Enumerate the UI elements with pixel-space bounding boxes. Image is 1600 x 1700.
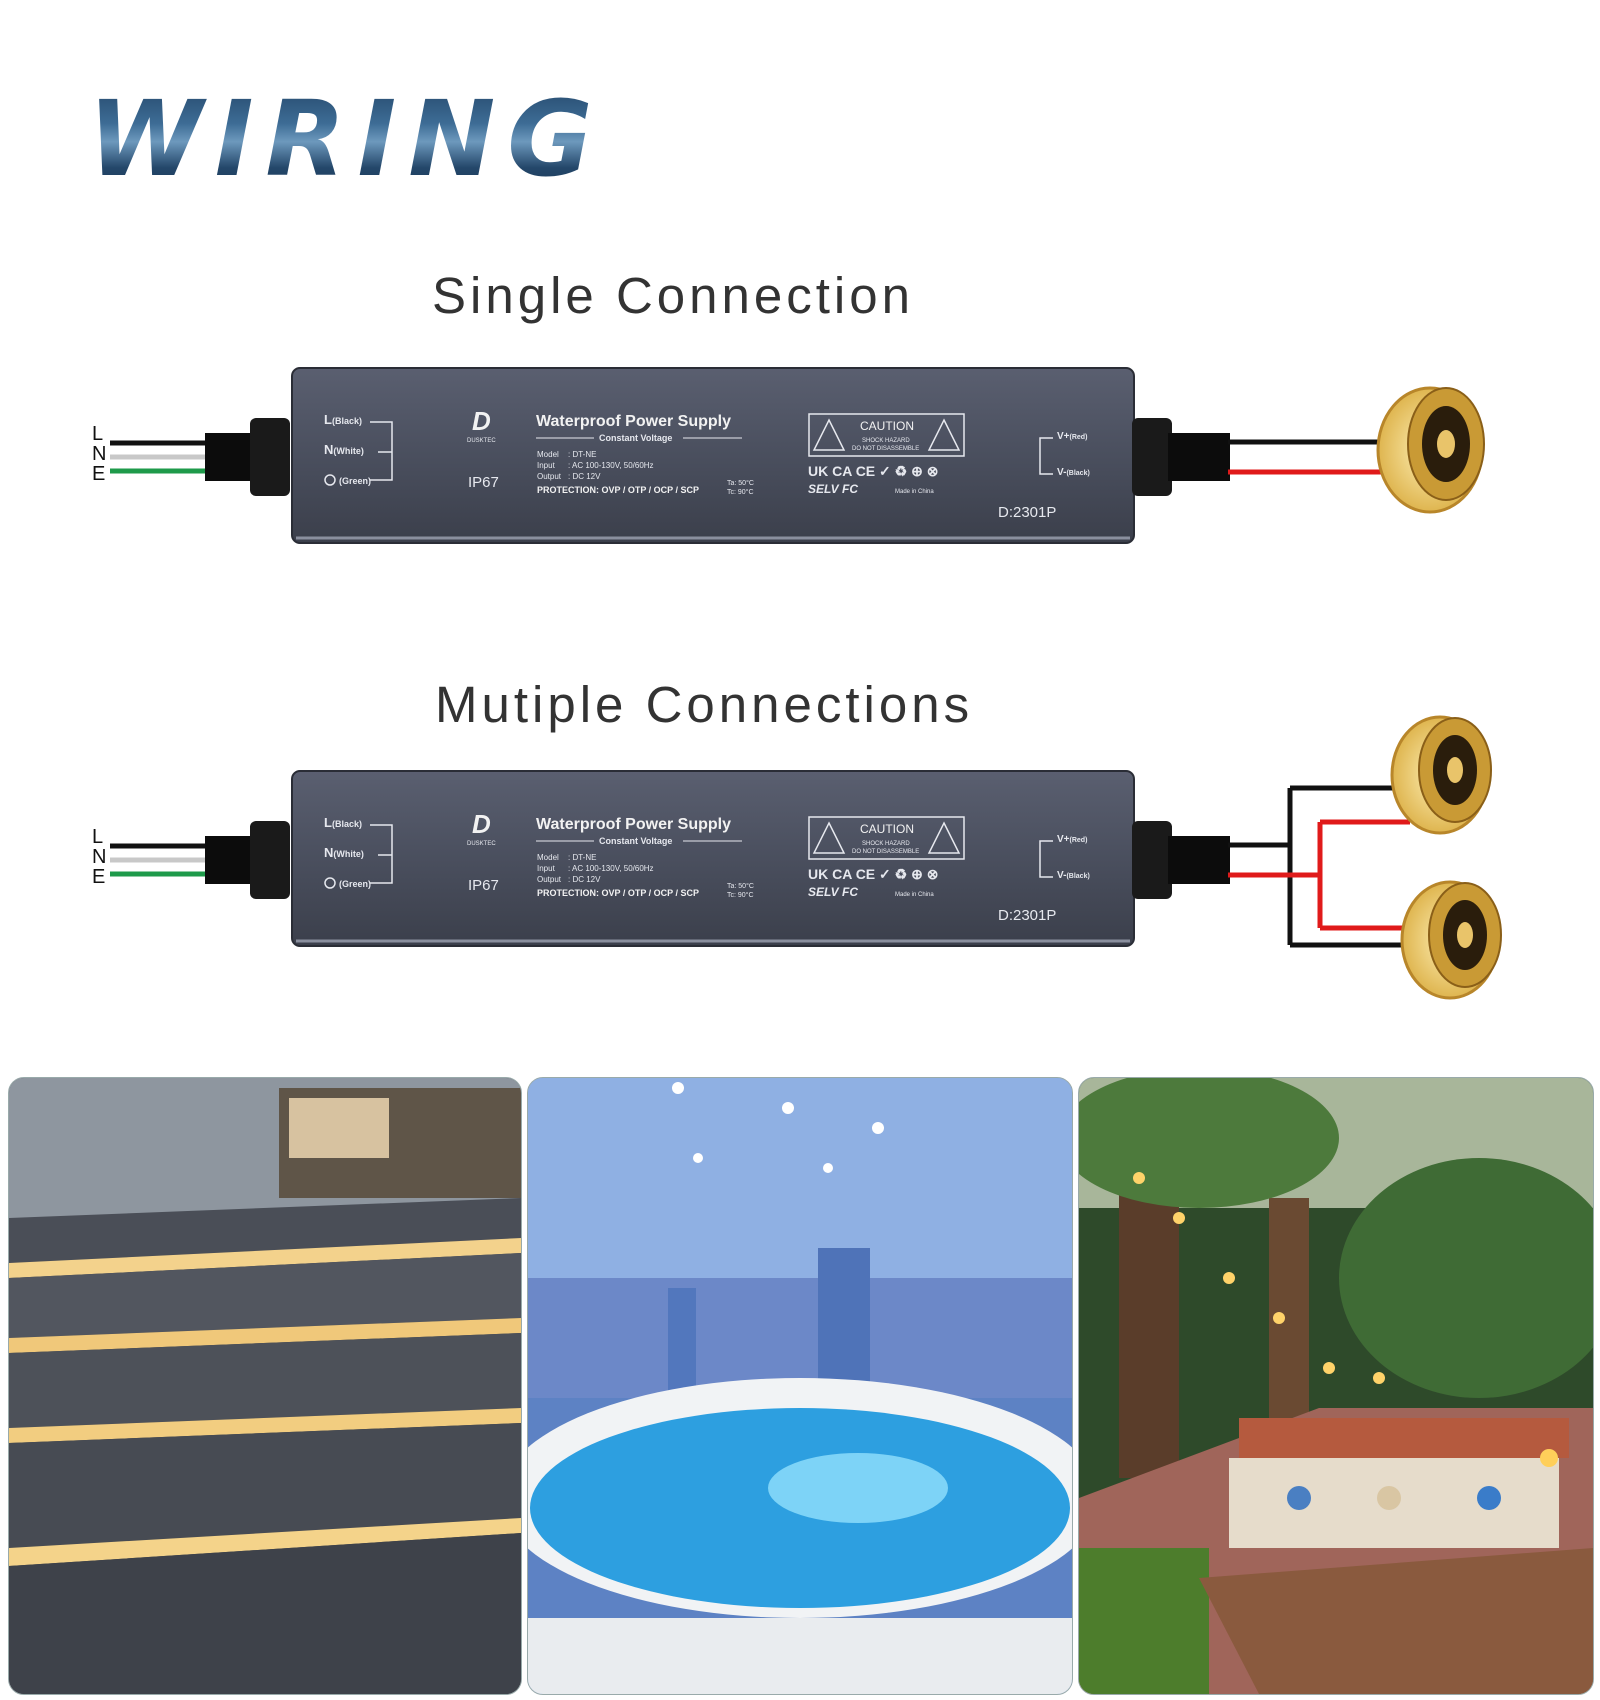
product-subtitle: Constant Voltage	[599, 836, 672, 846]
spec-input: Input: AC 100-130V, 50/60Hz	[537, 864, 654, 873]
input-bracket	[370, 421, 393, 481]
serial-code: D:2301P	[998, 907, 1056, 924]
ip-rating: IP67	[468, 877, 499, 894]
wire-letter-l: L	[92, 826, 103, 848]
serial-code: D:2301P	[998, 504, 1056, 521]
label-v-minus: V-(Black)	[1057, 870, 1090, 881]
label-l: L(Black)	[324, 815, 362, 830]
caution-box	[808, 413, 965, 457]
made-in-label: Made in China	[895, 489, 934, 495]
temp-tc: Tc: 90°C	[727, 488, 754, 496]
pool-lighting-photo	[527, 1077, 1073, 1695]
spec-output: Output: DC 12V	[537, 472, 601, 481]
wire-letter-e: E	[92, 866, 105, 888]
output-cable-gland	[1132, 821, 1172, 899]
single-connection-diagram: L N E L(Black) N(White) (Green) D DUSKTE…	[0, 360, 1600, 560]
brand-name: DUSKTEC	[467, 841, 496, 847]
garden-lighting-photo	[1078, 1077, 1594, 1695]
ip-rating: IP67	[468, 474, 499, 491]
label-n: N(White)	[324, 845, 364, 860]
protection-text: PROTECTION: OVP / OTP / OCP / SCP	[537, 888, 699, 898]
wire-letter-l: L	[92, 423, 103, 445]
label-v-plus: V+(Red)	[1057, 834, 1087, 845]
certification-marks: UK CA CE ✓ ♻ ⊕ ⊗	[808, 463, 938, 479]
warning-triangle-icon	[927, 821, 961, 854]
spec-model: Model: DT-NE	[537, 450, 596, 459]
label-l: L(Black)	[324, 412, 362, 427]
caution-line-1: SHOCK HAZARD	[862, 438, 910, 444]
stairs-lighting-photo	[8, 1077, 522, 1695]
wire-letter-e: E	[92, 463, 105, 485]
input-cable-gland	[250, 821, 290, 899]
ground-icon	[324, 474, 336, 486]
caution-line-2: DO NOT DISASSEMBLE	[852, 446, 919, 452]
certification-marks-row2: SELV FC	[808, 885, 858, 899]
caution-title: CAUTION	[860, 822, 914, 836]
label-e: (Green)	[339, 879, 371, 889]
label-n: N(White)	[324, 442, 364, 457]
page-title: WIRING DIAGRAM	[88, 74, 1188, 330]
spec-input: Input: AC 100-130V, 50/60Hz	[537, 461, 654, 470]
protection-text: PROTECTION: OVP / OTP / OCP / SCP	[537, 485, 699, 495]
shock-warning-icon	[812, 821, 846, 854]
wire-letter-n: N	[92, 846, 106, 868]
spec-output: Output: DC 12V	[537, 875, 601, 884]
output-cable-sleeve	[1168, 836, 1230, 884]
led-strip-reel-icon	[1376, 386, 1485, 514]
certification-marks: UK CA CE ✓ ♻ ⊕ ⊗	[808, 866, 938, 882]
input-bracket	[370, 824, 393, 884]
warning-triangle-icon	[927, 418, 961, 451]
output-bracket	[1039, 840, 1053, 878]
led-strip-reel-top-icon	[1390, 715, 1492, 835]
temp-ta: Ta: 50°C	[727, 882, 754, 890]
product-subtitle: Constant Voltage	[599, 433, 672, 443]
output-wire-red-branch	[1228, 819, 1420, 931]
multiple-connections-diagram: L N E L(Black) N(White) (Green) D DUSKTE…	[0, 700, 1600, 1020]
made-in-label: Made in China	[895, 892, 934, 898]
temp-ta: Ta: 50°C	[727, 479, 754, 487]
brand-name: DUSKTEC	[467, 438, 496, 444]
wire-letter-n: N	[92, 443, 106, 465]
single-connection-heading: Single Connection	[432, 267, 914, 324]
product-name: Waterproof Power Supply	[536, 413, 731, 430]
output-wire-black-branch	[1228, 785, 1415, 948]
caution-line-2: DO NOT DISASSEMBLE	[852, 849, 919, 855]
output-bracket	[1039, 437, 1053, 475]
input-cable-sleeve	[205, 433, 257, 481]
output-cable-gland	[1132, 418, 1172, 496]
input-cable-sleeve	[205, 836, 257, 884]
multiple-connections-heading: Mutiple Connections	[435, 676, 974, 733]
certification-marks-row2: SELV FC	[808, 482, 858, 496]
ground-icon	[324, 877, 336, 889]
brand-logo-icon: D	[472, 809, 491, 839]
input-cable-gland	[250, 418, 290, 496]
brand-logo-icon: D	[472, 406, 491, 436]
label-e: (Green)	[339, 476, 371, 486]
spec-model: Model: DT-NE	[537, 853, 596, 862]
shock-warning-icon	[812, 418, 846, 451]
product-name: Waterproof Power Supply	[536, 816, 731, 833]
label-v-plus: V+(Red)	[1057, 431, 1087, 442]
caution-box	[808, 816, 965, 860]
caution-line-1: SHOCK HAZARD	[862, 841, 910, 847]
label-v-minus: V-(Black)	[1057, 467, 1090, 478]
output-cable-sleeve	[1168, 433, 1230, 481]
led-strip-reel-bottom-icon	[1400, 880, 1502, 1000]
temp-tc: Tc: 90°C	[727, 891, 754, 899]
caution-title: CAUTION	[860, 419, 914, 433]
